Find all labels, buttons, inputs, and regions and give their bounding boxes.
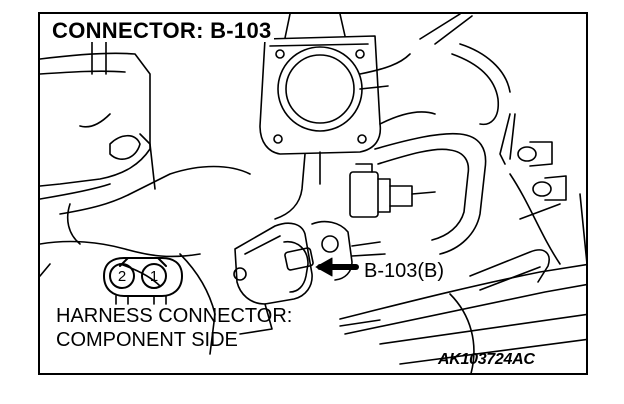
harness-connector-label: HARNESS CONNECTOR: [56, 305, 293, 327]
figure-code: AK103724AC [438, 351, 535, 368]
connector-title: CONNECTOR: B-103 [50, 18, 274, 43]
connector-callout-label: B-103(B) [364, 260, 445, 282]
coolant-hoses [374, 14, 516, 255]
component-side-label: COMPONENT SIDE [56, 329, 238, 351]
harness-connector-symbol [103, 257, 183, 305]
hose-fittings [517, 141, 567, 220]
diagram-frame: CONNECTOR: B-103 B-103(B) HARNESS CONNEC… [38, 12, 588, 375]
b103-component [233, 220, 386, 335]
lower-tubes [339, 173, 586, 373]
engine-line-art [40, 14, 586, 373]
throttle-body [259, 14, 411, 220]
solenoid-valve [349, 163, 436, 218]
leader-line [339, 319, 381, 327]
connector-pin-2: 2 [117, 268, 127, 285]
callout-arrow [315, 257, 359, 277]
connector-pin-1: 1 [149, 268, 159, 285]
